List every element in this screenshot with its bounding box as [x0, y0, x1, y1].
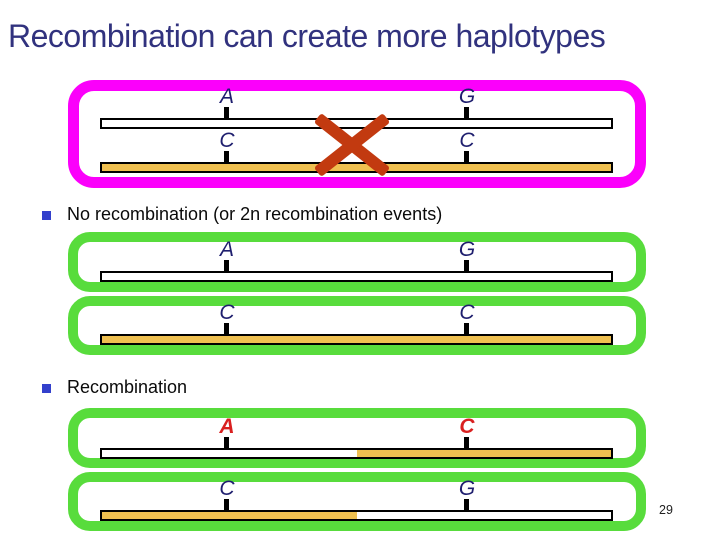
allele-label: C: [459, 301, 475, 324]
no-recomb-haplotype-1: A G: [100, 239, 613, 282]
recomb-haplotype-1: A C: [100, 416, 613, 459]
recomb-box-2: [68, 472, 646, 531]
locus-tick: [464, 499, 469, 510]
chromosome-bar-white: [100, 271, 613, 282]
no-recomb-box-1: [68, 232, 646, 292]
locus-tick: [464, 151, 469, 162]
allele-label: G: [458, 477, 476, 500]
allele-label: A: [219, 85, 234, 108]
allele-label: C: [219, 477, 235, 500]
chromosome-bar-tan: [100, 162, 613, 173]
bullet-no-recombination: No recombination (or 2n recombination ev…: [67, 204, 443, 224]
bullet-square-icon: [42, 211, 51, 220]
locus-tick: [464, 107, 469, 118]
chromosome-bar-tan-white: [100, 510, 613, 521]
slide-title: Recombination can create more haplotypes: [8, 18, 606, 54]
allele-label: C: [219, 129, 235, 152]
bullet-recombination: Recombination: [67, 377, 188, 397]
allele-label: G: [458, 85, 476, 108]
page-number: 29: [659, 503, 673, 517]
locus-tick: [464, 437, 469, 448]
locus-tick: [464, 323, 469, 334]
no-recomb-haplotype-2: C C: [100, 302, 613, 345]
locus-tick: [224, 260, 229, 271]
allele-label: C: [459, 129, 475, 152]
allele-label: A: [219, 238, 234, 261]
parental-haplotype-top: A G: [100, 86, 613, 129]
chromosome-bar-white: [100, 118, 613, 129]
allele-label: C: [219, 301, 235, 324]
allele-label-recombinant: C: [459, 415, 475, 438]
no-recomb-box-2: [68, 296, 646, 355]
locus-tick: [224, 499, 229, 510]
locus-tick: [224, 437, 229, 448]
recomb-haplotype-2: C G: [100, 478, 613, 521]
locus-tick: [224, 151, 229, 162]
chromosome-bar-tan: [100, 334, 613, 345]
locus-tick: [224, 107, 229, 118]
allele-label: G: [458, 238, 476, 261]
chromosome-bar-white-tan: [100, 448, 613, 459]
parental-haplotype-bottom: C C: [100, 130, 613, 173]
locus-tick: [224, 323, 229, 334]
crossover-x-icon: [313, 112, 391, 178]
bullet-square-icon: [42, 384, 51, 393]
locus-tick: [464, 260, 469, 271]
allele-label-recombinant: A: [219, 415, 235, 438]
